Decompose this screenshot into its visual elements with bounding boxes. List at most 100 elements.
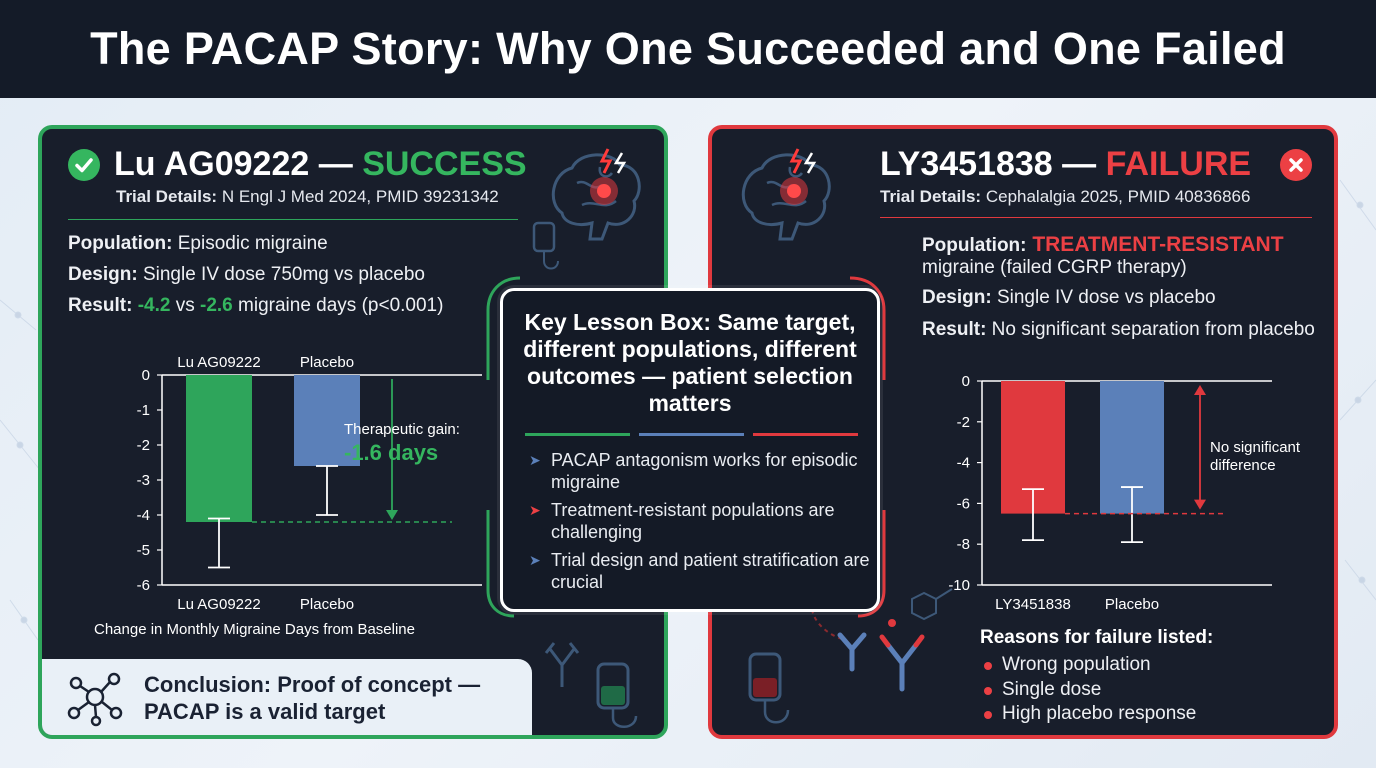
bullet-dot bbox=[984, 686, 992, 695]
reasons-list: Reasons for failure listed: Wrong popula… bbox=[980, 627, 1213, 727]
series-top-label: Placebo bbox=[300, 354, 354, 371]
key-bullet-text: Trial design and patient stratification … bbox=[551, 550, 870, 592]
category-label: Placebo bbox=[1105, 596, 1159, 613]
divider-red bbox=[753, 433, 858, 436]
result-line: Result: -4.2 vs -2.6 migraine days (p<0.… bbox=[68, 295, 443, 317]
result-label-right: Result: bbox=[922, 319, 987, 340]
details-label-right: Trial Details: bbox=[880, 187, 982, 206]
y-tick-label: -3 bbox=[137, 472, 150, 489]
chart-xlabel: Change in Monthly Migraine Days from Bas… bbox=[94, 621, 415, 638]
y-tick-label: -2 bbox=[957, 414, 970, 431]
molecule-icon bbox=[67, 672, 123, 727]
y-tick-label: -4 bbox=[137, 507, 150, 524]
result-value-right: No significant separation from placebo bbox=[986, 319, 1315, 340]
design-value: Single IV dose 750mg vs placebo bbox=[137, 264, 425, 285]
reason-text: Single dose bbox=[1002, 678, 1102, 700]
key-bullet-text: PACAP antagonism works for episodic migr… bbox=[551, 450, 858, 492]
y-tick-label: -10 bbox=[948, 577, 970, 594]
population-line-right: Population: TREATMENT-RESISTANT bbox=[922, 233, 1284, 257]
result-vs: vs bbox=[170, 295, 200, 316]
y-tick-label: -8 bbox=[957, 536, 970, 553]
close-icon bbox=[1289, 158, 1303, 172]
category-label: Placebo bbox=[300, 596, 354, 613]
key-lesson-box: Key Lesson Box: Same target, different p… bbox=[500, 288, 880, 612]
brain-icon bbox=[551, 148, 641, 241]
population-label: Population: bbox=[68, 233, 173, 254]
bar bbox=[186, 375, 252, 522]
reason-item: High placebo response bbox=[980, 702, 1213, 727]
success-title: Lu AG09222 — SUCCESS bbox=[114, 145, 527, 184]
reason-item: Wrong population bbox=[980, 653, 1213, 678]
design-line: Design: Single IV dose 750mg vs placebo bbox=[68, 264, 425, 286]
population-line: Population: Episodic migraine bbox=[68, 233, 328, 255]
gain-value: -1.6 days bbox=[344, 440, 439, 465]
details-value: N Engl J Med 2024, PMID 39231342 bbox=[217, 187, 499, 206]
population-value-right: TREATMENT-RESISTANT bbox=[1026, 233, 1284, 256]
key-lesson-title: Key Lesson Box: Same target, different p… bbox=[523, 309, 857, 416]
result-drug-value: -4.2 bbox=[137, 295, 171, 316]
status-failure: FAILURE bbox=[1105, 145, 1252, 183]
arrow-icon: ➤ bbox=[529, 452, 541, 468]
bar bbox=[294, 375, 360, 466]
divider-green bbox=[525, 433, 630, 436]
y-tick-label: -6 bbox=[957, 495, 970, 512]
trial-details-right: Trial Details: Cephalalgia 2025, PMID 40… bbox=[880, 187, 1250, 207]
reasons-title: Reasons for failure listed: bbox=[980, 627, 1214, 648]
gain-annotation: Therapeutic gain: -1.6 days bbox=[344, 421, 460, 466]
reason-text: Wrong population bbox=[1002, 654, 1151, 675]
reasons-items: Wrong population Single dose High placeb… bbox=[980, 653, 1213, 727]
design-line-right: Design: Single IV dose vs placebo bbox=[922, 287, 1216, 309]
diff-arrowhead-top bbox=[1194, 385, 1206, 395]
brain-icon-right bbox=[741, 148, 831, 241]
key-bullet: ➤ Trial design and patient stratificatio… bbox=[529, 549, 871, 593]
design-value-right: Single IV dose vs placebo bbox=[991, 287, 1216, 308]
iv-bag-icon-2 bbox=[596, 662, 638, 728]
series-top-label: Lu AG09222 bbox=[177, 354, 260, 371]
divider-blue bbox=[639, 433, 744, 436]
bullet-dot bbox=[984, 662, 992, 670]
design-label-right: Design: bbox=[922, 287, 992, 308]
drug-name-right: LY3451838 bbox=[880, 145, 1053, 183]
gain-label: Therapeutic gain: bbox=[344, 421, 460, 438]
arrow-icon: ➤ bbox=[529, 552, 541, 568]
y-tick-label: -6 bbox=[137, 577, 150, 594]
diff-arrowhead-bottom bbox=[1194, 499, 1206, 510]
check-icon bbox=[75, 158, 93, 173]
category-label: LY3451838 bbox=[995, 596, 1071, 613]
check-badge bbox=[68, 149, 100, 181]
y-tick-label: -4 bbox=[957, 455, 970, 472]
y-tick-label: -5 bbox=[137, 542, 150, 559]
gain-arrowhead bbox=[386, 510, 398, 520]
y-tick-label: -2 bbox=[137, 437, 150, 454]
page-title: The PACAP Story: Why One Succeeded and O… bbox=[90, 23, 1286, 74]
design-label: Design: bbox=[68, 264, 138, 285]
result-placebo-value: -2.6 bbox=[200, 295, 233, 316]
key-bullet: ➤ Treatment-resistant populations are ch… bbox=[529, 499, 871, 543]
result-line-right: Result: No significant separation from p… bbox=[922, 319, 1315, 341]
category-label: Lu AG09222 bbox=[177, 596, 260, 613]
title-dash-right: — bbox=[1052, 145, 1106, 183]
cross-badge bbox=[1280, 149, 1312, 181]
y-tick-label: 0 bbox=[962, 373, 970, 390]
divider bbox=[68, 219, 518, 220]
conclusion-text: Conclusion: Proof of concept — PACAP is … bbox=[144, 672, 481, 724]
details-value-right: Cephalalgia 2025, PMID 40836866 bbox=[981, 187, 1251, 206]
reason-item: Single dose bbox=[980, 678, 1213, 703]
conclusion-box: Conclusion: Proof of concept — PACAP is … bbox=[42, 659, 532, 735]
arrow-icon: ➤ bbox=[529, 502, 541, 518]
failure-title: LY3451838 — FAILURE bbox=[880, 145, 1251, 184]
no-diff-annotation: No significant difference bbox=[1210, 439, 1301, 474]
status-success: SUCCESS bbox=[362, 145, 527, 183]
connector-arcs bbox=[486, 276, 886, 618]
result-rest: migraine days (p<0.001) bbox=[232, 295, 444, 316]
antibody-molecule-art bbox=[810, 588, 953, 692]
y-tick-label: 0 bbox=[142, 367, 150, 384]
iv-bag-icon bbox=[532, 221, 559, 270]
divider-right bbox=[880, 217, 1312, 218]
drug-name: Lu AG09222 bbox=[114, 145, 310, 183]
trial-details: Trial Details: N Engl J Med 2024, PMID 3… bbox=[116, 187, 499, 207]
reason-text: High placebo response bbox=[1002, 703, 1197, 724]
